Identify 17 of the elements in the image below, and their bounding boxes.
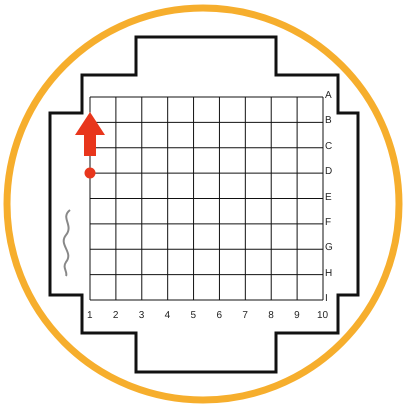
column-label: 8 [268,310,274,321]
row-label: C [325,140,332,152]
column-label: 9 [294,310,300,321]
column-label: 6 [216,310,222,321]
row-label: E [325,192,332,202]
column-label: 2 [112,310,118,321]
column-label: 1 [87,310,93,321]
row-label: F [325,216,332,228]
row-label: A [325,90,332,101]
column-label: 4 [164,310,170,321]
row-label: H [325,268,332,279]
row-label: I [325,293,328,304]
row-label: G [325,242,333,254]
column-label: 5 [190,310,196,321]
column-label: 10 [317,310,328,321]
column-label: 7 [242,310,248,321]
column-label: 3 [138,310,144,321]
